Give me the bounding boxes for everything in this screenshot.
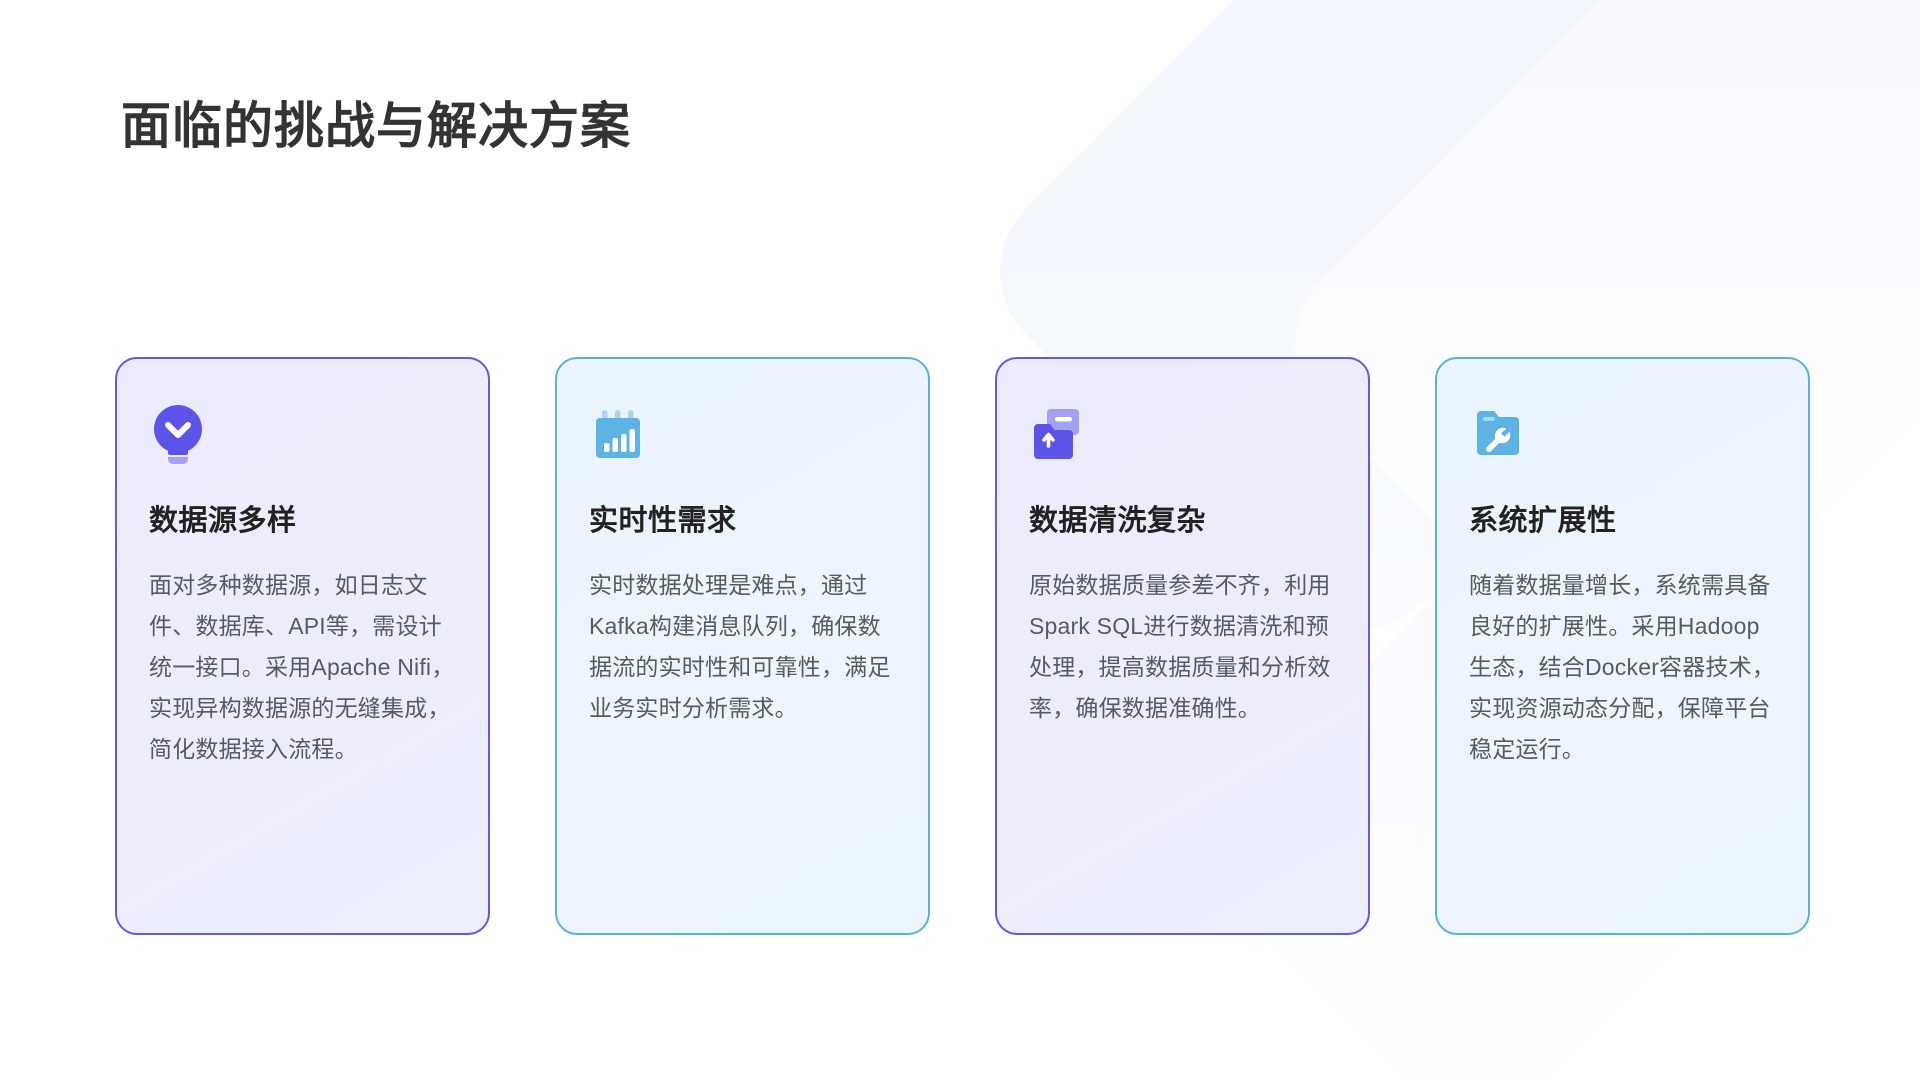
card-title: 系统扩展性 bbox=[1469, 505, 1617, 537]
card-title: 实时性需求 bbox=[589, 505, 737, 537]
challenge-card-data-cleaning-complexity[interactable]: 数据清洗复杂 原始数据质量参差不齐，利用Spark SQL进行数据清洗和预处理，… bbox=[995, 357, 1370, 935]
calendar-bar-chart-icon bbox=[596, 410, 640, 458]
card-body: 原始数据质量参差不齐，利用Spark SQL进行数据清洗和预处理，提高数据质量和… bbox=[1029, 572, 1331, 722]
folder-wrench-icon bbox=[1477, 411, 1519, 455]
folder-upload-icon bbox=[1034, 409, 1079, 459]
card-title: 数据源多样 bbox=[149, 505, 297, 537]
challenge-card-system-scalability[interactable]: 系统扩展性 随着数据量增长，系统需具备良好的扩展性。采用Hadoop生态，结合D… bbox=[1435, 357, 1810, 935]
challenge-card-row: 数据源多样 面对多种数据源，如日志文件、数据库、API等，需设计统一接口。采用A… bbox=[0, 357, 1920, 937]
challenge-card-data-source-diversity[interactable]: 数据源多样 面对多种数据源，如日志文件、数据库、API等，需设计统一接口。采用A… bbox=[115, 357, 490, 935]
card-body: 实时数据处理是难点，通过Kafka构建消息队列，确保数据流的实时性和可靠性，满足… bbox=[589, 572, 891, 722]
lightbulb-chevron-icon bbox=[154, 405, 202, 464]
card-body: 面对多种数据源，如日志文件、数据库、API等，需设计统一接口。采用Apache … bbox=[149, 572, 455, 762]
card-body: 随着数据量增长，系统需具备良好的扩展性。采用Hadoop生态，结合Docker容… bbox=[1469, 572, 1776, 762]
page-title: 面临的挑战与解决方案 bbox=[121, 97, 631, 154]
card-title: 数据清洗复杂 bbox=[1029, 505, 1207, 537]
challenge-card-realtime-requirement[interactable]: 实时性需求 实时数据处理是难点，通过Kafka构建消息队列，确保数据流的实时性和… bbox=[555, 357, 930, 935]
